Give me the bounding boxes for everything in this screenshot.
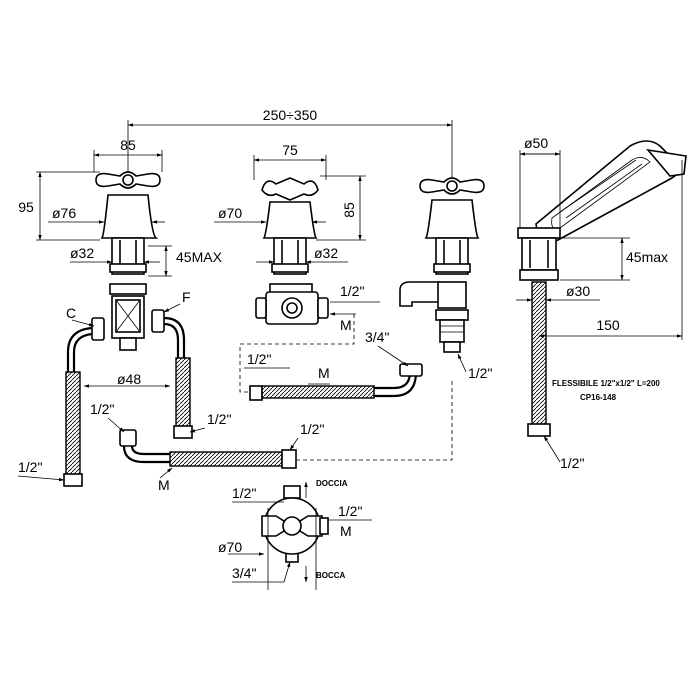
thread-half-8: 1/2" xyxy=(560,455,584,471)
letter-m1: M xyxy=(340,317,352,333)
thread-half-2: 1/2" xyxy=(340,283,364,299)
shower-flex-hose xyxy=(531,281,547,427)
middle-flex-hose xyxy=(261,385,375,399)
letter-f: F xyxy=(182,289,191,305)
dia-48-label: ø48 xyxy=(117,371,141,387)
dia-32a-label: ø32 xyxy=(70,245,94,261)
dia-70a-label: ø70 xyxy=(218,205,242,221)
letter-m2: M xyxy=(318,365,330,381)
width-85-label: 85 xyxy=(120,137,136,153)
hand-shower: ø50 45max ø30 150 FLESSIBILE 1/2"x1/2" L… xyxy=(516,135,687,471)
len-150-label: 150 xyxy=(596,317,620,333)
thread-half-6: 1/2" xyxy=(300,421,324,437)
right-flex-hose xyxy=(175,357,191,429)
width-75-label: 75 xyxy=(282,142,298,158)
doccia-label: DOCCIA xyxy=(316,479,348,488)
thread-three-quarter-2: 3/4" xyxy=(232,565,256,581)
letter-m3: M xyxy=(158,477,170,493)
bocca-label: BOCCA xyxy=(316,571,346,580)
left-valve: 85 95 ø76 ø32 45MAX C F ø48 1/2" 1/2" xyxy=(17,137,231,487)
thread-three-quarter-1: 3/4" xyxy=(365,329,389,345)
right-spout-valve: 1/2" xyxy=(399,177,492,381)
thread-half-7: 1/2" xyxy=(468,365,492,381)
diverter: DOCCIA BOCCA 1/2" 1/2" M ø70 3/4" xyxy=(218,479,372,590)
max-45b-label: 45max xyxy=(626,249,668,265)
thread-half-9: 1/2" xyxy=(232,485,256,501)
height-85-label: 85 xyxy=(341,202,357,218)
dia-50-label: ø50 xyxy=(524,135,548,151)
left-flex-hose xyxy=(65,371,81,479)
thread-half-10: 1/2" xyxy=(338,503,362,519)
thread-half-5: 1/2" xyxy=(207,411,231,427)
hose-assembly: M 3/4" xyxy=(249,329,423,401)
lower-flex-hose xyxy=(169,451,283,467)
dia-30-label: ø30 xyxy=(566,283,590,299)
max-45-label: 45MAX xyxy=(176,249,223,265)
dia-70b-label: ø70 xyxy=(218,539,242,555)
hose-spec-note: FLESSIBILE 1/2"x1/2" L=200 xyxy=(552,379,660,388)
letter-c: C xyxy=(66,305,76,321)
dia-76-label: ø76 xyxy=(52,205,76,221)
span-dimension: 250÷350 xyxy=(127,107,453,178)
height-95-label: 95 xyxy=(18,199,34,215)
thread-half-3: 1/2" xyxy=(247,351,271,367)
part-code-note: CP16-148 xyxy=(580,393,617,402)
letter-m4: M xyxy=(340,523,352,539)
thread-half-4: 1/2" xyxy=(90,401,114,417)
dia-32b-label: ø32 xyxy=(314,245,338,261)
lower-hose: 1/2" 1/2" M xyxy=(90,378,453,493)
middle-valve: 75 85 ø70 ø32 1/2" M 1/2" xyxy=(214,142,380,393)
thread-half-1: 1/2" xyxy=(18,459,42,475)
span-label: 250÷350 xyxy=(263,107,318,123)
